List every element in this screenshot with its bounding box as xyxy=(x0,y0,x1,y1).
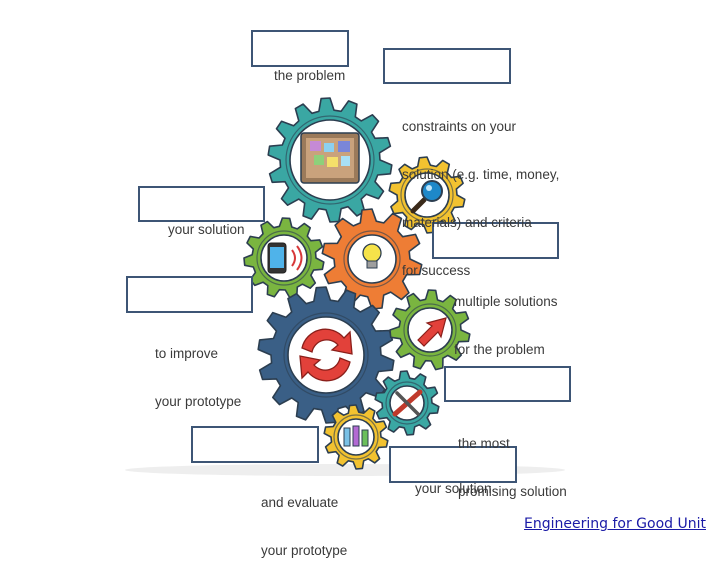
design-process-gears xyxy=(125,97,565,476)
tools-icon xyxy=(392,389,423,417)
caption-research: your solution xyxy=(168,222,245,237)
caption-line: for success xyxy=(402,263,471,278)
blank-box-constraints[interactable] xyxy=(383,48,511,84)
blank-box-research[interactable] xyxy=(138,186,265,222)
caption-line: the most xyxy=(458,436,510,451)
footer-link[interactable]: Engineering for Good Unit xyxy=(524,516,706,532)
caption-line: multiple solutions xyxy=(454,294,558,309)
blank-box-brainstorm[interactable] xyxy=(432,222,559,259)
caption-build: your solution xyxy=(415,481,492,496)
cycle-arrows-icon xyxy=(299,328,353,382)
caption-test: and evaluate your prototype xyxy=(261,463,347,575)
caption-constraints: constraints on your solution (e.g. time,… xyxy=(402,87,559,295)
caption-line: solution (e.g. time, money, xyxy=(402,167,560,182)
lightbulb-icon xyxy=(362,243,382,269)
blank-box-define[interactable] xyxy=(251,30,349,67)
blank-box-iterate[interactable] xyxy=(126,276,253,313)
magnifier-icon xyxy=(410,180,443,214)
phone-signal-icon xyxy=(267,242,303,274)
caption-iterate: to improve your prototype xyxy=(155,314,241,426)
caption-line: for the problem xyxy=(454,342,545,357)
test-tubes-icon xyxy=(343,425,369,447)
caption-line: promising solution xyxy=(458,484,567,499)
caption-line: your prototype xyxy=(261,543,348,558)
blank-box-choose[interactable] xyxy=(444,366,571,402)
caption-brainstorm: multiple solutions for the problem xyxy=(454,262,558,374)
caption-line: to improve xyxy=(155,346,219,361)
caption-choose: the most promising solution xyxy=(458,404,567,516)
caption-define: the problem xyxy=(274,68,346,83)
caption-line: your prototype xyxy=(155,394,242,409)
caption-line: and evaluate xyxy=(261,495,339,510)
caption-line: materials) and criteria xyxy=(402,215,532,230)
gear-iterate xyxy=(257,286,395,424)
caption-line: constraints on your xyxy=(402,119,517,134)
blank-box-build[interactable] xyxy=(389,446,517,483)
blank-box-test[interactable] xyxy=(191,426,319,463)
bulletin-board-icon xyxy=(300,132,360,184)
arrow-icon xyxy=(417,317,447,347)
